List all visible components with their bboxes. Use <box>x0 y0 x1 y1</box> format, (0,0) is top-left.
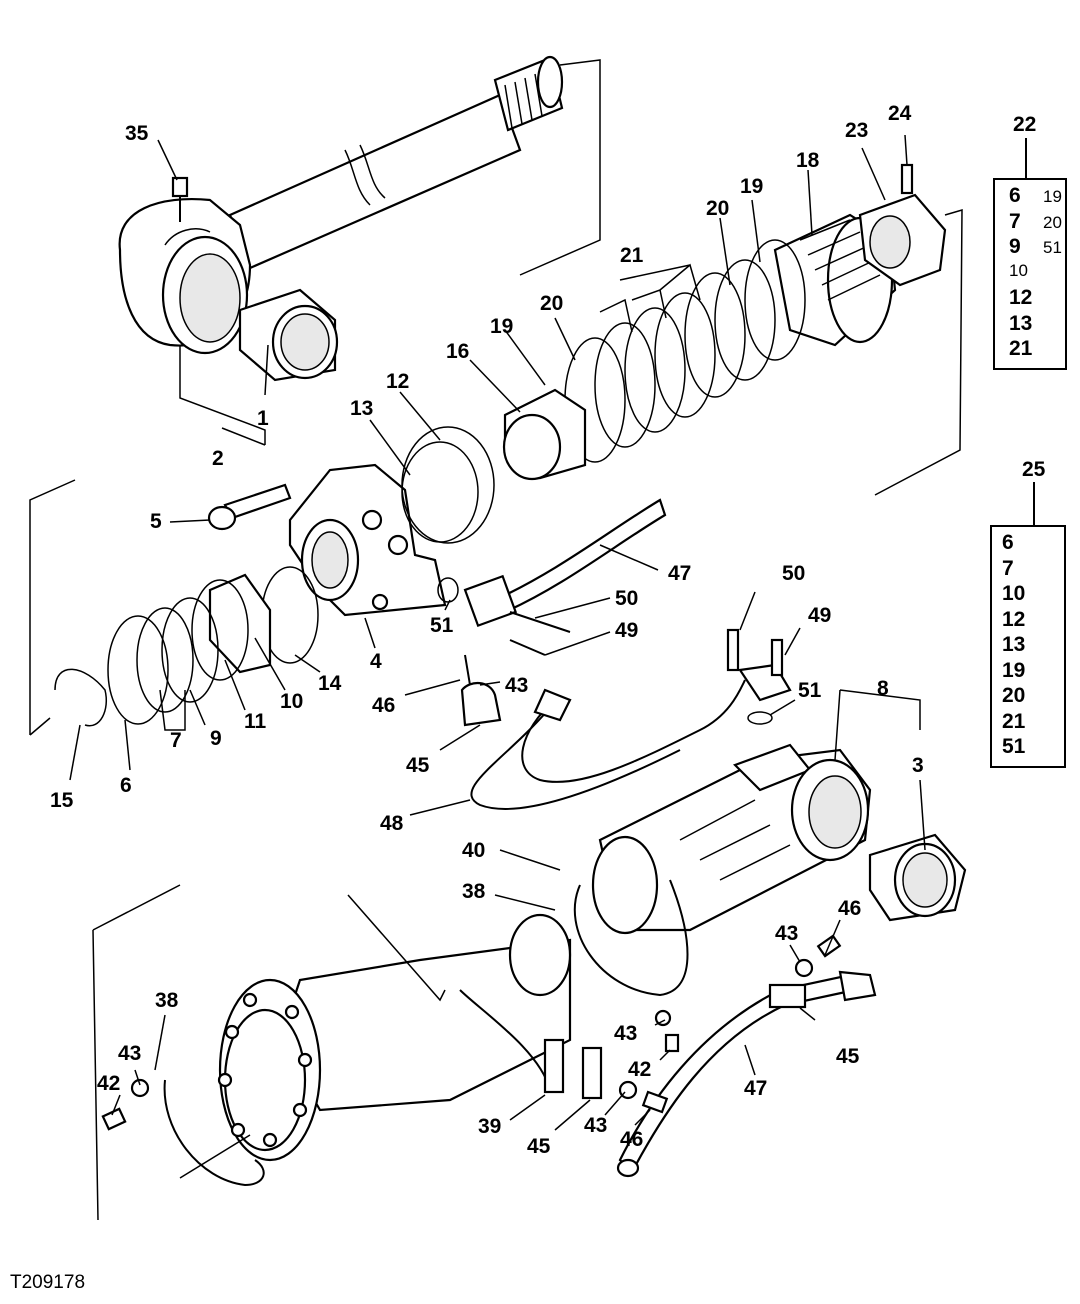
lock-nut-23 <box>858 163 947 287</box>
callout-50b: 50 <box>782 562 805 585</box>
callout-51a: 51 <box>430 614 454 637</box>
callout-4: 4 <box>370 650 382 673</box>
callout-21: 21 <box>620 244 644 267</box>
callout-9: 9 <box>210 727 222 750</box>
callout-8: 8 <box>877 677 889 700</box>
callout-51b: 51 <box>798 679 822 702</box>
kit-22-title: 22 <box>1013 113 1037 136</box>
clamp-45-upper <box>460 654 502 727</box>
bushing-16 <box>502 388 587 481</box>
callout-10: 10 <box>280 690 303 713</box>
callout-5: 5 <box>150 510 162 533</box>
callout-43c: 43 <box>614 1022 637 1045</box>
piston-rod-assembly <box>118 55 564 355</box>
callout-42a: 42 <box>628 1058 651 1081</box>
callout-42b: 42 <box>97 1072 120 1095</box>
callout-3: 3 <box>912 754 924 777</box>
grease-fitting-35 <box>171 176 189 222</box>
callout-39: 39 <box>478 1115 501 1138</box>
callout-19b: 19 <box>490 315 513 338</box>
kit-22-leader <box>1025 138 1027 178</box>
bushing-3 <box>868 833 967 922</box>
callout-20b: 20 <box>540 292 563 315</box>
figure-reference-id: T209178 <box>10 1272 86 1293</box>
callout-12: 12 <box>386 370 409 393</box>
callout-13: 13 <box>350 397 373 420</box>
callout-43a: 43 <box>505 674 528 697</box>
callout-14: 14 <box>318 672 342 695</box>
callout-43d: 43 <box>118 1042 141 1065</box>
callout-48: 48 <box>380 812 404 835</box>
cylinder-barrel-3 <box>591 743 872 935</box>
callout-11: 11 <box>244 710 267 733</box>
callout-16: 16 <box>446 340 469 363</box>
callout-20a: 20 <box>706 197 729 220</box>
callout-7: 7 <box>170 729 182 752</box>
bushing-1 <box>238 288 339 382</box>
callout-45b: 45 <box>836 1045 860 1068</box>
callout-24: 24 <box>888 102 912 125</box>
callout-45a: 45 <box>406 754 430 777</box>
seal-rings-19-21 <box>564 239 806 463</box>
callout-23: 23 <box>845 119 868 142</box>
callout-49a: 49 <box>615 619 638 642</box>
hose-47-upper <box>437 498 667 656</box>
callout-47b: 47 <box>744 1077 767 1100</box>
callout-15: 15 <box>50 789 74 812</box>
callout-50a: 50 <box>615 587 638 610</box>
cylinder-head-4 <box>288 463 447 617</box>
callout-38b: 38 <box>155 989 179 1012</box>
callout-43b: 43 <box>775 922 798 945</box>
callout-38a: 38 <box>462 880 486 903</box>
callout-46c: 46 <box>620 1128 643 1151</box>
tube-48 <box>470 628 792 810</box>
callout-18: 18 <box>796 149 820 172</box>
callout-35: 35 <box>125 122 149 145</box>
callout-47a: 47 <box>668 562 691 585</box>
callout-43e: 43 <box>584 1114 607 1137</box>
kit-25-box: 6 7 10 12 13 19 20 21 51 <box>990 525 1066 768</box>
kit-25-leader <box>1033 482 1035 526</box>
callout-labels: 35 1 2 24 23 18 19 20 21 20 19 16 12 13 … <box>50 102 924 1158</box>
hose-47-lower <box>616 970 877 1178</box>
bands-38-39 <box>163 879 689 1187</box>
cylinder-tube-lower <box>217 913 572 1162</box>
callout-46a: 46 <box>372 694 395 717</box>
callout-19a: 19 <box>740 175 763 198</box>
callout-6: 6 <box>120 774 132 797</box>
cap-screw-5 <box>207 483 292 531</box>
callout-2: 2 <box>212 447 224 470</box>
callout-40: 40 <box>462 839 485 862</box>
leader-lines <box>29 59 963 1221</box>
callout-1: 1 <box>257 407 269 430</box>
callout-46b: 46 <box>838 897 861 920</box>
callout-45c: 45 <box>527 1135 551 1158</box>
kit-25-title: 25 <box>1022 458 1046 481</box>
callout-49b: 49 <box>808 604 831 627</box>
